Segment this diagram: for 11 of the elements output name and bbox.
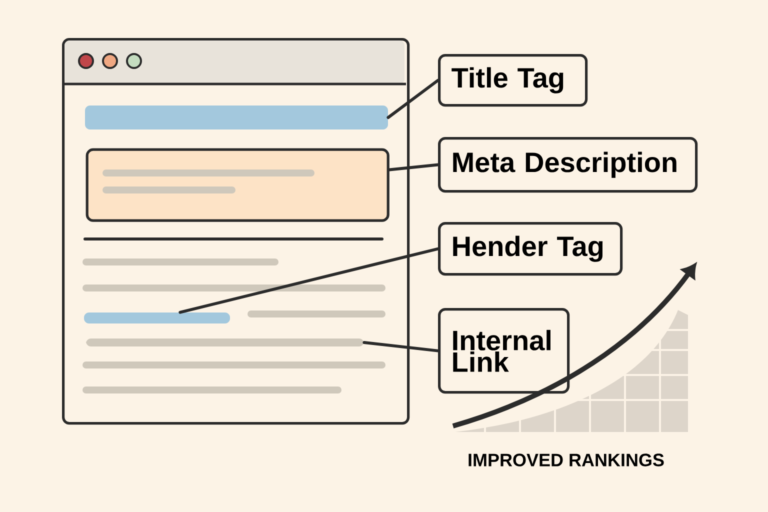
leader-line (178, 247, 440, 314)
label-box: Meta Description (438, 137, 698, 193)
axis-title: IMPROVED RANKINGS (468, 454, 664, 466)
leader-line (388, 163, 440, 172)
leader-line (362, 341, 440, 352)
label-box: Hender Tag (438, 222, 623, 276)
leader-line (386, 78, 440, 119)
header-bar (84, 312, 230, 324)
title-bar (85, 106, 388, 130)
label-box: Title Tag (438, 54, 588, 107)
label-box: Internal Link (438, 308, 570, 394)
